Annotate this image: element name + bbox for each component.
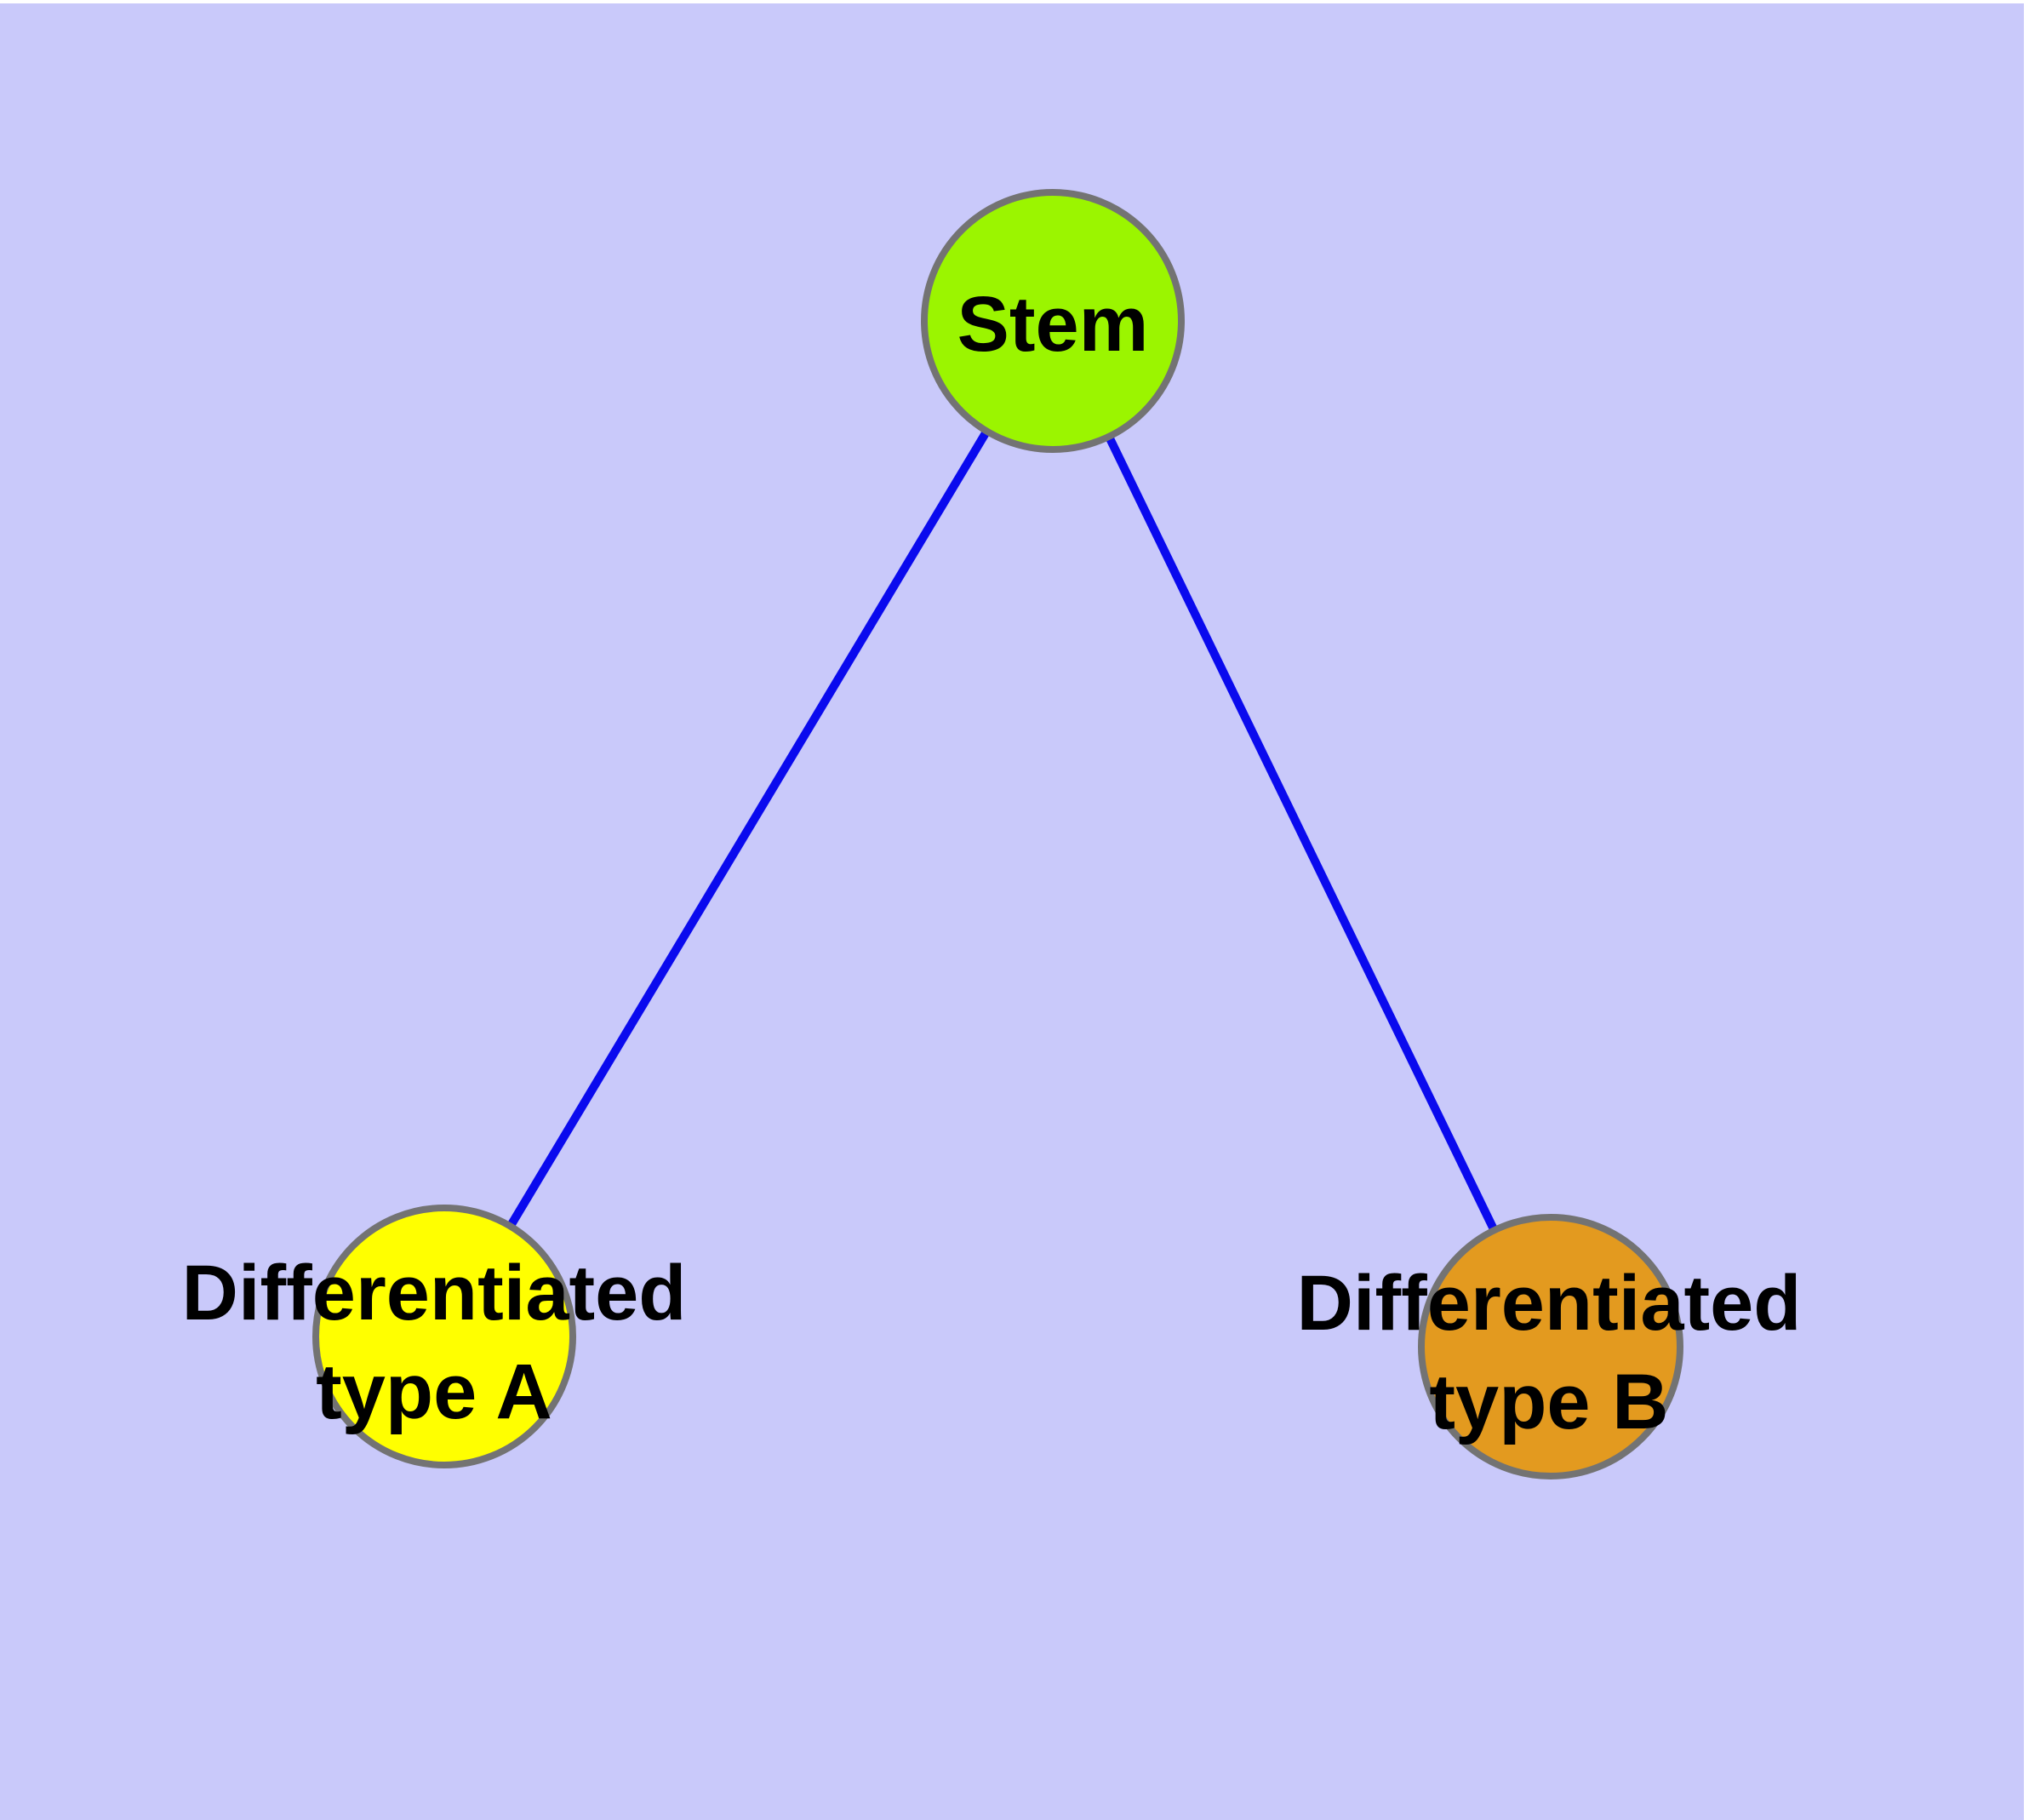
node-stem-circle[interactable]: [921, 189, 1185, 453]
node-stem-label: Stem: [957, 281, 1149, 368]
edge-stem-to-type-a: [440, 318, 1057, 1339]
node-type-b-circle[interactable]: [1418, 1214, 1683, 1479]
edge-stem-to-type-b: [1049, 318, 1555, 1349]
node-type-a-circle[interactable]: [312, 1205, 576, 1468]
node-type-b-label-line1: Differentiated: [1297, 1260, 1802, 1347]
node-type-a-label-line2: type A: [316, 1348, 552, 1435]
diagram-canvas: Stem Differentiated type A Differentiate…: [0, 3, 2024, 1820]
node-type-a-label-line1: Differentiated: [182, 1250, 687, 1336]
node-type-b-label-line2: type B: [1429, 1359, 1668, 1445]
